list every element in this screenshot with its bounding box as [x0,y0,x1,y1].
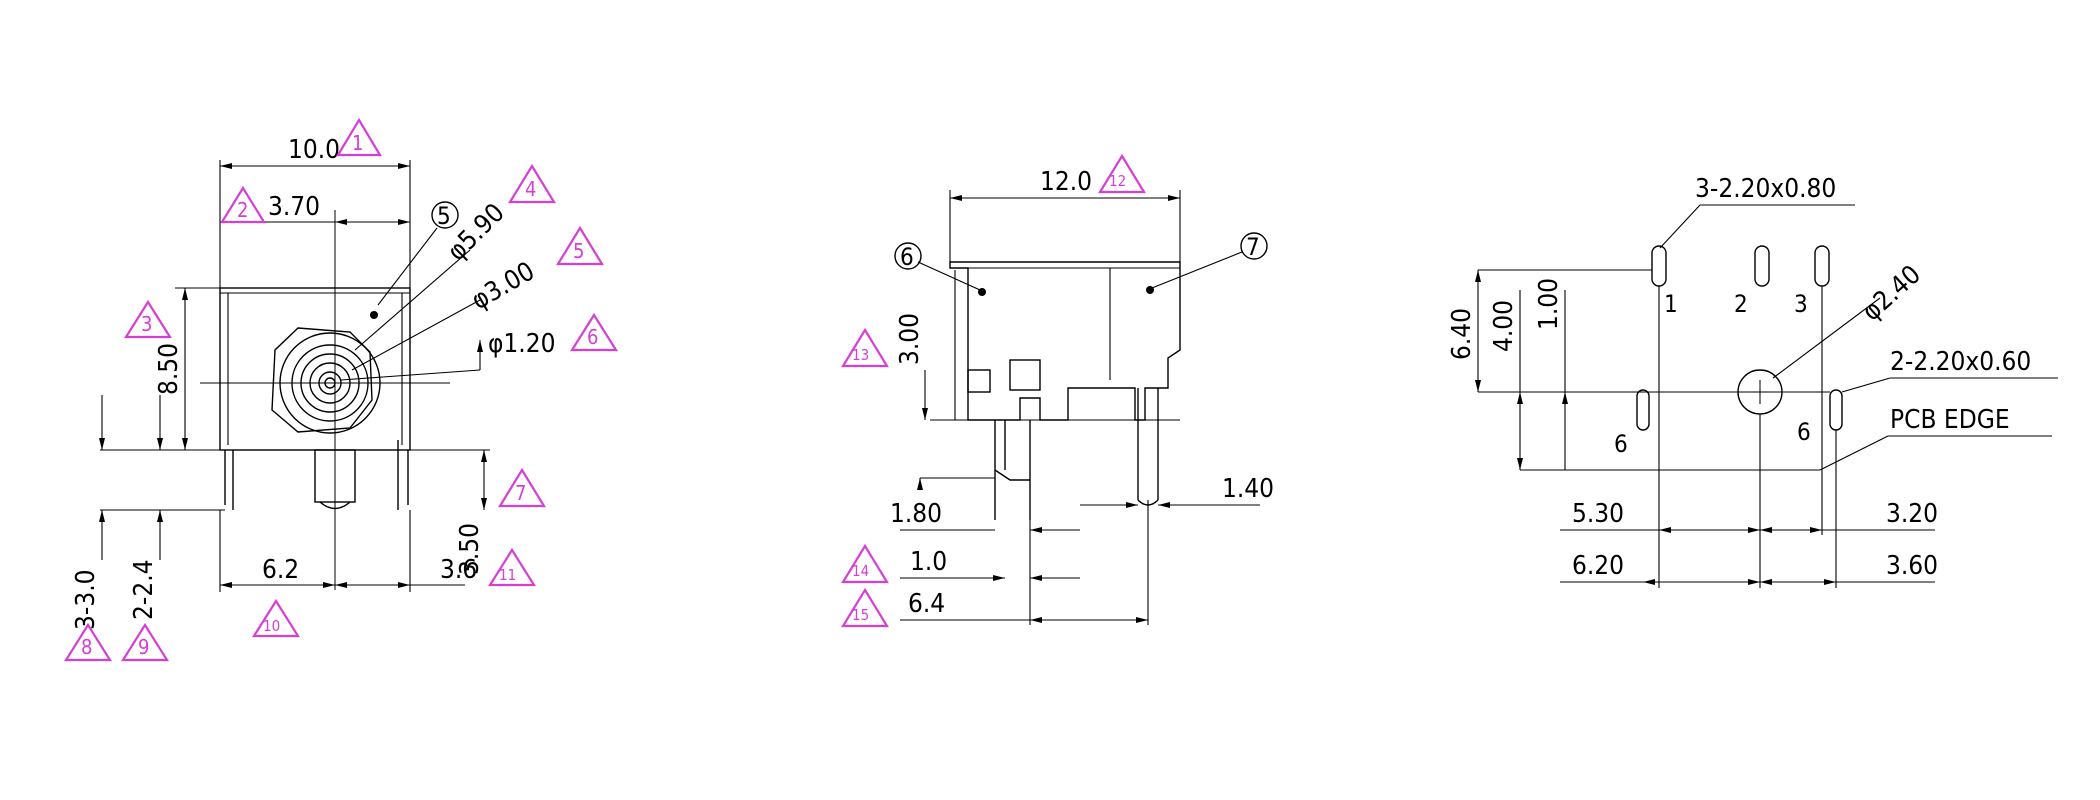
dim-pin-w1: 1.80 [890,499,942,529]
slot-pin-6a [1636,389,1650,431]
balloon-5 [431,201,459,229]
pcb-pin-2: 2 [1734,290,1748,318]
dim-pin-span-left: 6.2 [262,555,299,585]
dim-pcb-x4: 3.60 [1886,551,1938,581]
dim-slots-side: 2-2.20x0.60 [1890,347,2031,377]
dim-pin-b: 2-2.4 [129,559,159,620]
marker-9: 9 [121,622,169,662]
dim-dia-590: φ5.90 [442,198,511,267]
dim-pin-w2: 1.0 [910,547,947,577]
dim-front-width: 10.0 [288,135,340,165]
pcb-pin-6a: 6 [1614,430,1628,458]
dim-slots-top: 3-2.20x0.80 [1695,174,1836,204]
svg-text:2: 2 [237,198,248,222]
marker-8: 8 [64,622,112,662]
marker-13: 13 [841,327,889,368]
slot-pin-3 [1814,245,1830,287]
marker-4: 4 [508,163,556,204]
front-view: 10.0 3.70 8.50 2-2.4 3-3.0 6.2 3.6 3.50 [71,135,556,630]
marker-3: 3 [124,299,172,339]
marker-10: 10 [252,598,300,638]
marker-7: 7 [498,467,546,508]
slot-pin-2 [1754,245,1770,287]
svg-text:14: 14 [852,562,869,580]
marker-14: 14 [841,543,889,584]
svg-text:7: 7 [515,481,526,505]
side-view: 6 7 12.0 3.00 1.80 1.0 6.4 1.40 [890,167,1274,625]
slot-pin-1 [1651,245,1667,287]
pcb-pin-6b: 6 [1797,418,1811,446]
dim-pcb-x2: 6.20 [1572,551,1624,581]
marker-12: 12 [1098,153,1146,194]
socket-circles [271,327,381,434]
slot-pin-6b [1829,389,1843,431]
marker-5: 5 [556,225,604,266]
svg-text:11: 11 [499,566,516,584]
dim-pcb-h1: 6.40 [1447,308,1477,360]
svg-text:13: 13 [852,346,869,364]
balloon-6-label: 6 [900,243,914,271]
marker-2: 2 [220,185,266,224]
dim-pcb-x3: 3.20 [1886,499,1938,529]
balloon-6 [894,242,922,270]
dim-pin-span: 6.4 [908,589,945,619]
svg-text:10: 10 [263,617,280,635]
pcb-pin-3: 3 [1794,290,1808,318]
dim-pin-right: 1.40 [1222,474,1274,504]
dim-front-offset: 3.70 [268,192,320,222]
dim-pin-span-right: 3.6 [440,555,477,585]
marker-11: 11 [488,547,536,587]
pcb-edge-label: PCB EDGE [1890,405,2010,435]
marker-1: 1 [336,117,382,157]
svg-text:9: 9 [138,635,149,659]
dim-dia-300: φ3.00 [467,256,540,316]
svg-text:8: 8 [81,635,92,659]
pcb-pin-1: 1 [1664,290,1678,318]
marker-15: 15 [841,587,889,628]
pcb-layout: 1 2 3 6 6 6.40 4.00 1.00 5.30 3.20 6.20 [1447,174,2058,588]
svg-text:12: 12 [1109,172,1126,190]
balloon-5-label: 5 [437,202,451,230]
svg-text:15: 15 [852,606,869,624]
dim-pcb-x1: 5.30 [1572,499,1624,529]
dim-dia-120: φ1.20 [488,329,556,359]
diameter-leaders: 5 φ5.90 φ3.00 φ1.20 [340,198,556,381]
balloon-7-label: 7 [1246,233,1260,261]
front-pins [224,440,409,510]
dim-pcb-h3: 1.00 [1534,278,1564,330]
svg-text:3: 3 [141,312,152,336]
dim-pcb-h2: 4.00 [1489,300,1519,352]
side-body [949,261,1181,421]
dim-pin-a: 3-3.0 [71,569,101,630]
balloon-7 [1240,232,1268,260]
dim-hole: φ2.40 [1857,260,1927,327]
svg-text:1: 1 [352,131,363,155]
dim-front-height: 8.50 [154,343,184,395]
dim-pin-height: 3.50 [455,523,485,575]
svg-text:6: 6 [587,325,598,349]
svg-text:4: 4 [525,177,536,201]
dim-side-width: 12.0 [1040,167,1092,197]
dim-side-height: 3.00 [895,313,925,365]
inspection-markers: 1 2 3 4 5 6 7 8 9 10 11 12 13 14 15 [64,117,1146,662]
marker-6: 6 [570,312,618,352]
svg-text:5: 5 [573,239,584,263]
